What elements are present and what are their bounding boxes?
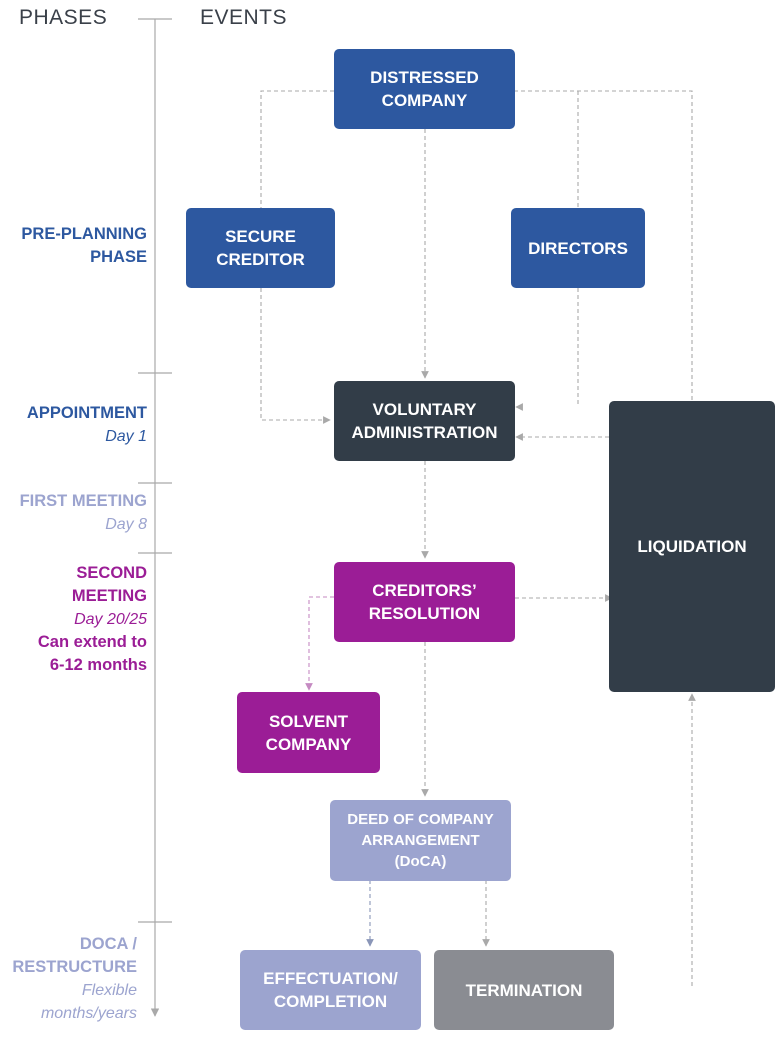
box-solvent-company: SOLVENT COMPANY xyxy=(237,692,380,773)
phase-first-meeting-title: FIRST MEETING xyxy=(19,492,147,510)
phase-doca-restructure: DOCA / RESTRUCTURE Flexible months/years xyxy=(12,933,137,1025)
phases-header: PHASES xyxy=(19,6,108,29)
phase-appointment: APPOINTMENT Day 1 xyxy=(27,402,147,448)
phase-first-meeting: FIRST MEETING Day 8 xyxy=(20,490,147,536)
box-effectuation: EFFECTUATION/ COMPLETION xyxy=(240,950,421,1030)
phase-doca-restructure-title: DOCA / RESTRUCTURE xyxy=(12,935,137,976)
phase-appointment-sub: Day 1 xyxy=(105,428,147,445)
box-distressed-company: DISTRESSED COMPANY xyxy=(334,49,515,129)
phase-second-meeting: SECOND MEETING Day 20/25 Can extend to 6… xyxy=(38,562,147,677)
phase-first-meeting-sub: Day 8 xyxy=(105,516,147,533)
box-voluntary-administration: VOLUNTARY ADMINISTRATION xyxy=(334,381,515,461)
box-creditors-resolution: CREDITORS’ RESOLUTION xyxy=(334,562,515,642)
phase-appointment-title: APPOINTMENT xyxy=(26,404,147,422)
box-directors: DIRECTORS xyxy=(511,208,645,288)
connector-secure-va xyxy=(260,288,331,424)
box-liquidation: LIQUIDATION xyxy=(609,401,775,692)
connector-distressed-left xyxy=(260,90,334,208)
box-secure-creditor: SECURE CREDITOR xyxy=(186,208,335,288)
events-header: EVENTS xyxy=(200,6,288,29)
phase-doca-restructure-sub: Flexible months/years xyxy=(40,982,137,1022)
box-termination: TERMINATION xyxy=(434,950,614,1030)
phase-second-meeting-title: SECOND MEETING xyxy=(71,564,147,605)
timeline xyxy=(138,18,172,1017)
phase-pre-planning-title: PRE-PLANNING PHASE xyxy=(21,225,147,266)
phase-pre-planning: PRE-PLANNING PHASE xyxy=(21,223,147,269)
phase-second-meeting-extra: Can extend to 6-12 months xyxy=(37,633,147,674)
connector-resolution-solvent xyxy=(305,596,334,691)
phase-second-meeting-sub: Day 20/25 xyxy=(74,611,147,628)
connector-distressed-right xyxy=(514,90,693,401)
box-doca: DEED OF COMPANY ARRANGEMENT (DoCA) xyxy=(330,800,511,881)
